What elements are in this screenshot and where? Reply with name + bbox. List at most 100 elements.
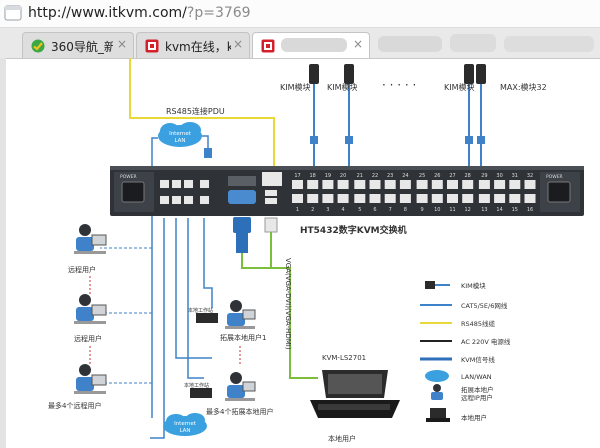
url-main: http://www.itkvm.com/	[28, 5, 187, 21]
rj45-port	[307, 180, 319, 189]
remote-user-label: 远程用户	[74, 334, 102, 343]
svg-text:LAN: LAN	[179, 428, 190, 434]
port-number: 12	[465, 207, 471, 213]
rj45-port	[384, 180, 396, 189]
blurred-region	[450, 34, 496, 52]
console-model-label: KVM-LS2701	[322, 354, 366, 362]
tab-close-icon[interactable]: ×	[232, 37, 243, 51]
port-number: 32	[527, 173, 533, 179]
legend-user-icon	[431, 384, 443, 400]
kim-module-group: KIM模块 KIM模块 · · · · · KIM模块 MAX:模块32	[280, 64, 547, 144]
vga-cable-label: VGA(VGA-DVI)(VGA-HDMI)	[284, 258, 292, 350]
port-number: 1	[296, 207, 299, 213]
port-number: 21	[357, 173, 363, 179]
rj45-port	[369, 180, 381, 189]
legend-item-line2: 远程IP用户	[461, 393, 493, 402]
workstation-box: 本地工作站	[184, 382, 212, 398]
port-number: 26	[434, 173, 440, 179]
extended-user-figure	[225, 300, 256, 329]
blurred-tab-title	[281, 38, 347, 52]
ext-user-label: 拓展本地用户1	[220, 333, 266, 342]
cloud-label: Internet	[169, 131, 192, 137]
site-favicon	[261, 38, 275, 53]
kvm-topology-diagram: RS485连接PDU KIM模块 KIM模块 · · · · · KIM模块 M…	[0, 58, 584, 448]
port-number: 18	[310, 173, 316, 179]
tab-active[interactable]: ×	[252, 32, 370, 58]
tab-kvm[interactable]: kvm在线，kv ×	[136, 32, 250, 58]
page-icon	[4, 5, 22, 25]
workstation-label: 本地工作站	[188, 307, 213, 314]
port-number: 31	[512, 173, 518, 179]
rj45-port	[478, 180, 490, 189]
tab-bar: 360导航_新一 × kvm在线，kv × ×	[0, 28, 600, 59]
page-edge	[0, 58, 6, 448]
kvm-console-icon	[310, 370, 400, 418]
port-number: 20	[340, 173, 346, 179]
rj45-port	[399, 194, 411, 203]
kim-module-icon	[344, 64, 354, 144]
internet-cloud-icon: Internet LAN	[158, 122, 202, 147]
kvm-switch-device: POWER POWER	[110, 166, 584, 216]
rj45-port	[354, 194, 366, 203]
kvm-signal-cable	[241, 232, 318, 379]
port-number: 24	[402, 173, 408, 179]
svg-text:本地工作站: 本地工作站	[184, 382, 209, 389]
remote-user-figure	[74, 294, 107, 324]
blurred-region	[504, 36, 594, 52]
legend-lan-icon	[425, 370, 449, 382]
tab-close-icon[interactable]: ×	[116, 37, 127, 51]
legend-item: 拓展本地户 远程IP用户	[461, 385, 496, 402]
legend-item: KIM模块	[461, 281, 486, 290]
url-text[interactable]: http://www.itkvm.com/?p=3769	[28, 5, 251, 21]
kim-max-label: MAX:模块32	[500, 82, 547, 92]
internet-cloud-icon: Internet LAN	[163, 413, 207, 436]
rj45-port	[399, 180, 411, 189]
port-number: 10	[434, 207, 440, 213]
kim-cables	[313, 144, 482, 168]
legend-item: RS485线缆	[461, 319, 496, 328]
rj45-port	[524, 180, 536, 189]
rj45-port	[509, 180, 521, 189]
kim-label: KIM模块	[327, 82, 358, 92]
rj45-port	[292, 180, 303, 189]
legend-kim-icon	[425, 281, 450, 289]
port-number: 15	[512, 207, 518, 213]
port-number: 9	[421, 207, 424, 213]
port-number: 23	[387, 173, 393, 179]
rj45-port	[447, 194, 458, 203]
rj45-port	[337, 180, 349, 189]
legend: KIM模块 CAT5/5E/6网线 RS485线缆 AC 220V 电源线 KV…	[420, 281, 511, 422]
rj45-port	[337, 194, 349, 203]
remote-links	[100, 247, 152, 384]
port-number: 2	[311, 207, 314, 213]
address-bar[interactable]: http://www.itkvm.com/?p=3769	[0, 0, 600, 28]
kim-label: KIM模块	[280, 82, 311, 92]
rs485-label: RS485连接PDU	[166, 106, 225, 116]
tab-360[interactable]: 360导航_新一 ×	[22, 32, 134, 58]
port-number: 4	[342, 207, 345, 213]
rj45-port	[322, 180, 334, 189]
cat5-cables	[150, 218, 213, 439]
legend-item: CAT5/5E/6网线	[461, 301, 508, 310]
rj45-port	[322, 194, 334, 203]
remote-user-max-label: 最多4个远程用户	[48, 401, 101, 410]
svg-text:Internet: Internet	[174, 421, 197, 427]
blurred-region	[378, 36, 442, 52]
port-number: 30	[496, 173, 502, 179]
rj45-port	[384, 194, 396, 203]
rj45-port	[494, 180, 506, 189]
rj45-port	[431, 180, 443, 189]
port-number: 27	[449, 173, 455, 179]
port-number: 8	[404, 207, 407, 213]
port-number: 25	[419, 173, 425, 179]
vga-connector-icon	[233, 217, 251, 253]
port-number: 19	[325, 173, 331, 179]
url-query: ?p=3769	[186, 5, 251, 21]
kim-label: KIM模块	[444, 82, 475, 92]
legend-item: AC 220V 电源线	[461, 337, 511, 346]
remote-user-label: 远程用户	[68, 265, 96, 274]
port-number: 11	[449, 207, 455, 213]
tab-close-icon[interactable]: ×	[352, 37, 363, 51]
port-number: 6	[373, 207, 376, 213]
